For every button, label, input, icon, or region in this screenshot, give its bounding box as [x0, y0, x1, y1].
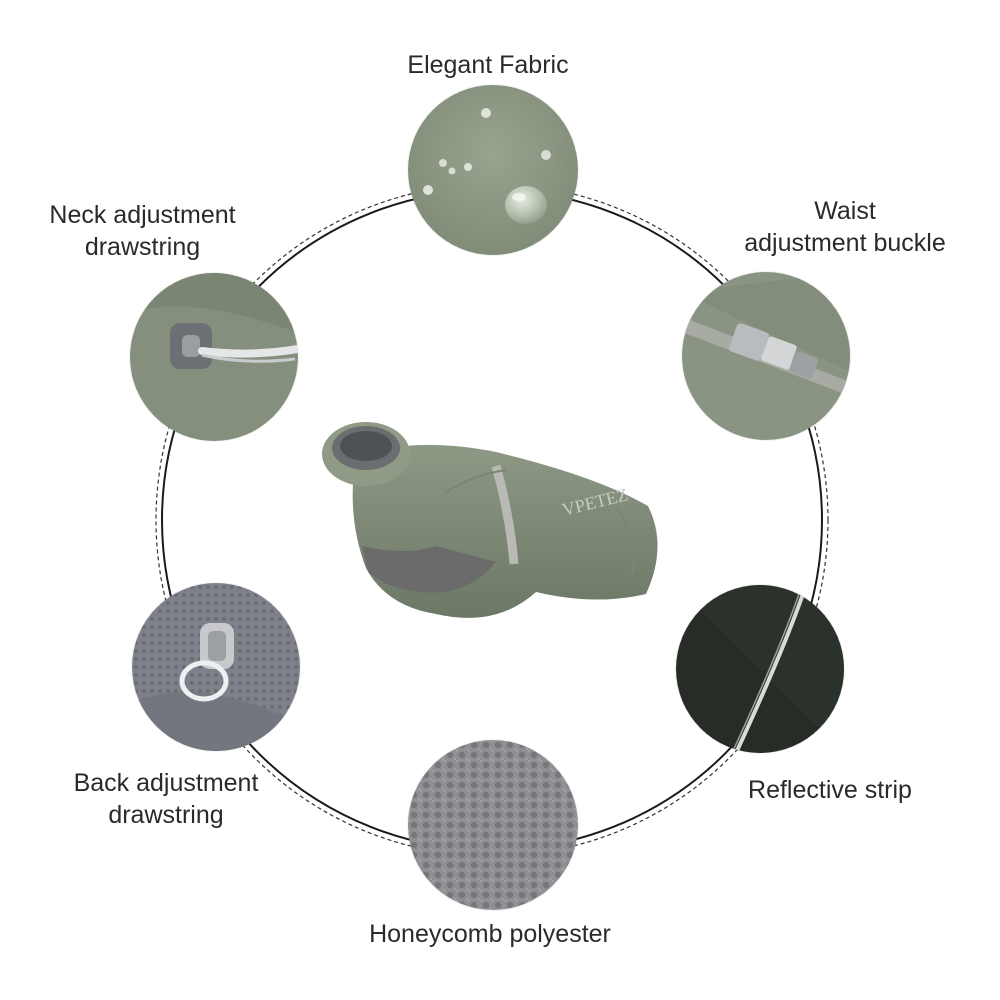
- neck-drawstring-photo: [130, 273, 298, 441]
- dog-coat-product: VPETEZ: [296, 396, 692, 630]
- back-drawstring-label: Back adjustment drawstring: [73, 769, 259, 829]
- elegant-fabric-label: Elegant Fabric: [407, 51, 569, 79]
- honeycomb-photo: [408, 740, 578, 910]
- neck-drawstring-label: Neck adjustment drawstring: [49, 201, 236, 261]
- waist-buckle-photo: [682, 272, 850, 440]
- reflective-strip-label: Reflective strip: [748, 776, 912, 804]
- honeycomb-label: Honeycomb polyester: [369, 920, 611, 948]
- back-drawstring-photo: [132, 583, 300, 751]
- reflective-strip-photo: [676, 585, 844, 753]
- waist-buckle-label: Waist adjustment buckle: [744, 197, 946, 257]
- elegant-fabric-photo: [408, 85, 578, 255]
